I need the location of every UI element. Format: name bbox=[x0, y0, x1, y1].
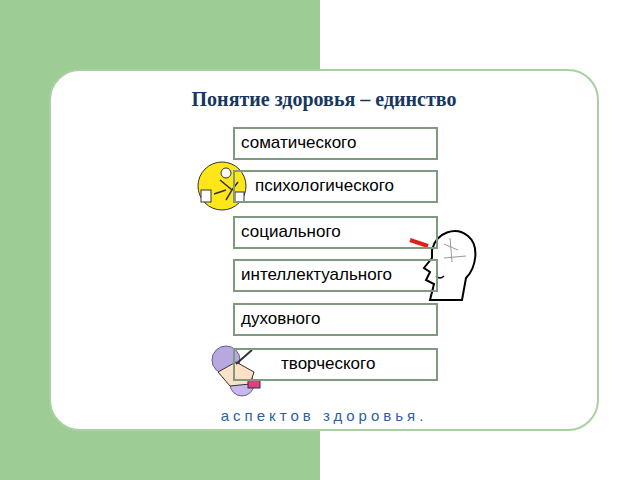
aspect-box: психологического bbox=[233, 170, 438, 203]
aspect-box: интеллектуального bbox=[233, 259, 438, 292]
title: Понятие здоровья – единство bbox=[50, 88, 598, 111]
aspect-label: психологического bbox=[255, 176, 436, 196]
aspect-label: соматического bbox=[241, 133, 436, 153]
head-icon bbox=[410, 231, 475, 300]
aspect-label: интеллектуального bbox=[241, 265, 436, 285]
hand-icon bbox=[212, 346, 260, 396]
aspect-box: творческого bbox=[233, 348, 438, 381]
card bbox=[50, 70, 598, 430]
aspect-box: духовного bbox=[233, 303, 438, 336]
aspect-label: духовного bbox=[241, 309, 436, 329]
aspect-label: творческого bbox=[281, 354, 436, 374]
aspect-box: социального bbox=[233, 216, 438, 249]
aspect-label: социального bbox=[241, 222, 436, 242]
caption: аспектов здоровья. bbox=[50, 407, 598, 424]
aspect-box: соматического bbox=[233, 127, 438, 160]
